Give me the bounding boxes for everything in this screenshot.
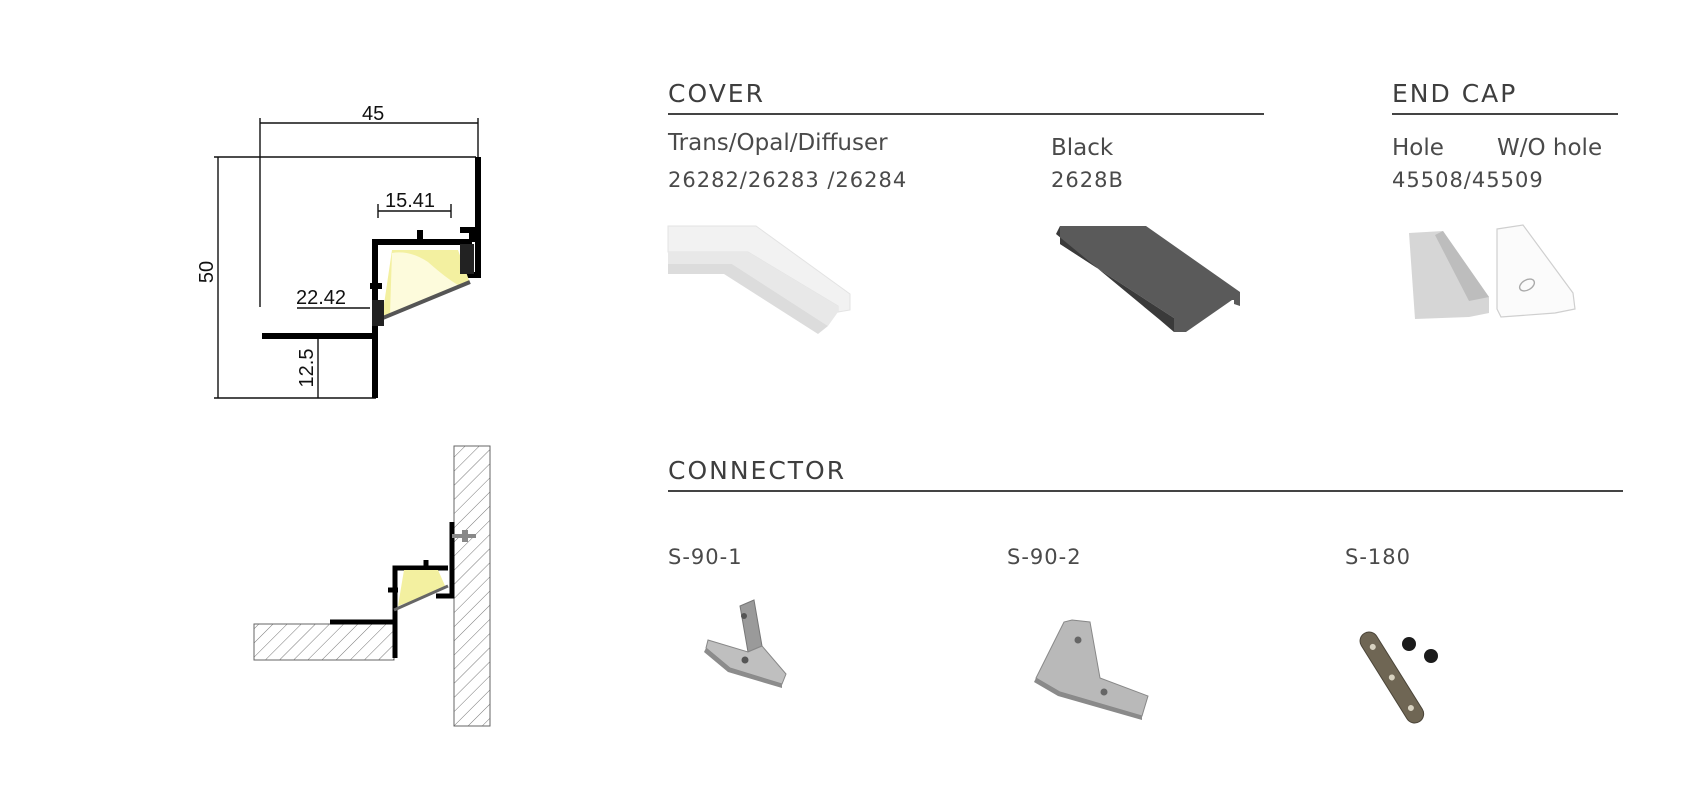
end-cap-divider (1392, 113, 1618, 115)
connector-title: CONNECTOR (668, 456, 847, 485)
end-cap-code: 45508/45509 (1392, 168, 1544, 192)
dim-depth-label: 22.42 (296, 287, 346, 309)
end-cap-title: END CAP (1392, 79, 1518, 108)
cover-divider (668, 113, 1264, 115)
dim-lip-label: 12.5 (296, 349, 318, 388)
cover-title: COVER (668, 79, 765, 108)
dim-height-label: 50 (196, 261, 218, 283)
black-cover-image (1056, 226, 1240, 332)
cover-item-2-name: Black (1051, 135, 1114, 161)
dim-width-label: 45 (362, 103, 384, 125)
end-cap-image (1409, 224, 1576, 319)
cover-item-2-code: 2628B (1051, 168, 1124, 192)
installation-drawing (253, 445, 491, 727)
connector-item-3-code: S-180 (1345, 545, 1411, 569)
connector-divider (668, 490, 1623, 492)
connector-s-90-1-image (704, 599, 787, 688)
cover-item-1-code: 26282/26283 /26284 (668, 168, 908, 192)
cover-item-1-name: Trans/Opal/Diffuser (668, 130, 888, 156)
opal-cover-image (667, 225, 851, 334)
connector-item-2-code: S-90-2 (1007, 545, 1082, 569)
profile-dimension-drawing: 45 50 15.41 22.42 12.5 (196, 103, 481, 399)
dim-inner-label: 15.41 (385, 190, 435, 212)
connector-item-1-code: S-90-1 (668, 545, 743, 569)
connector-s-180-image (1359, 631, 1438, 724)
end-cap-no-hole-label: W/O hole (1497, 135, 1603, 161)
end-cap-hole-label: Hole (1392, 135, 1444, 161)
connector-s-90-2-image (1034, 619, 1149, 720)
